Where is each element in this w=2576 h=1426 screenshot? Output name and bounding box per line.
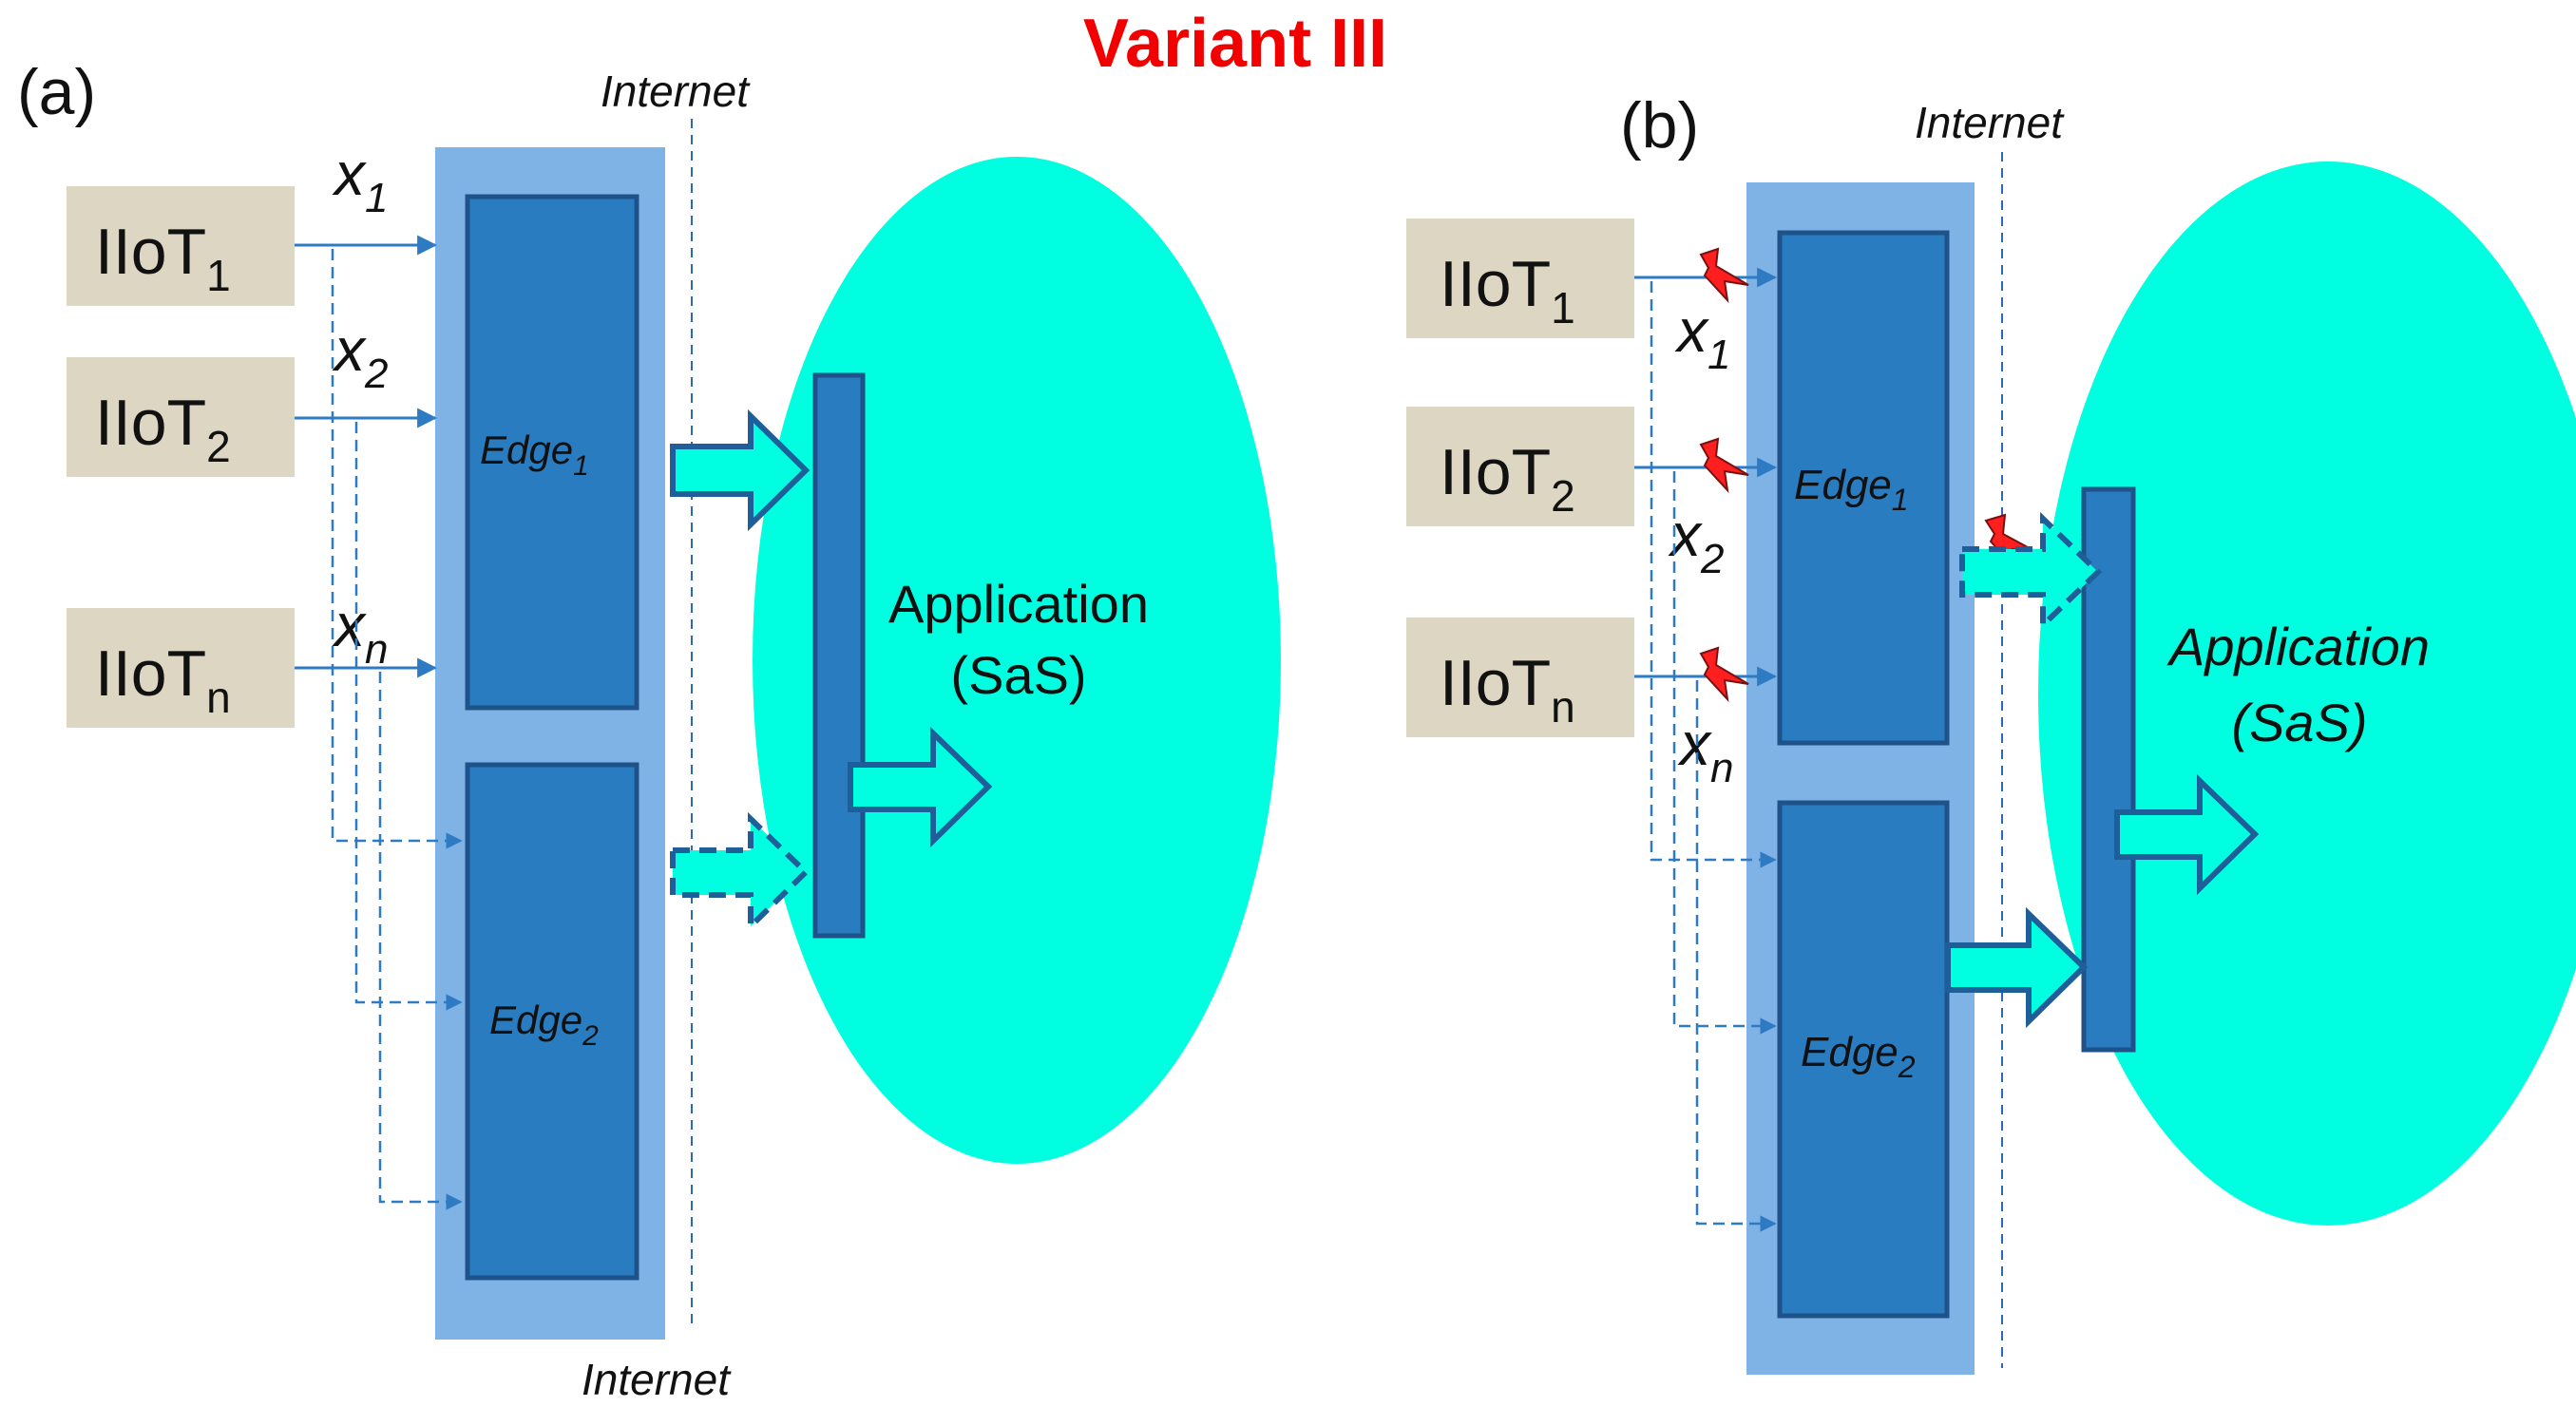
fault-lightning-icon-n <box>1699 646 1749 703</box>
internet-bottom-label: Internet <box>582 1355 732 1404</box>
iiot-1-label-b: IIoT1 <box>1440 248 1575 333</box>
application-bar-b <box>2081 486 2136 1053</box>
edge-2-label-b: Edge2 <box>1801 1029 1916 1084</box>
backup-path-1-b <box>1650 281 1777 868</box>
edge-2-box-b <box>1777 800 1950 1319</box>
backup-path-2 <box>354 422 463 1011</box>
application-cloud-b <box>2038 162 2576 1226</box>
internet-top-label: Internet <box>601 67 751 116</box>
edge-2-box <box>465 762 639 1281</box>
edge2-to-app-arrow-active <box>1945 906 2089 1029</box>
app-output-arrow <box>848 726 993 848</box>
iiot-n-label-b: IIoTn <box>1440 647 1575 732</box>
panel-a: (a) Edge1 Edge2 Internet Internet IIoT1 … <box>17 56 1281 1404</box>
iiot-1-box <box>67 186 295 306</box>
iiot-2-box-b <box>1406 407 1634 526</box>
xn-label-b: xn <box>1677 710 1733 791</box>
diagram-title: Variant III <box>1083 6 1387 82</box>
edge-2-label: Edge2 <box>489 998 599 1052</box>
application-label-line1: Application <box>888 574 1149 634</box>
x2-label-b: x2 <box>1668 501 1724 582</box>
iiot-1-box-b <box>1406 219 1634 338</box>
app-output-arrow-b <box>2114 773 2260 896</box>
panel-a-label: (a) <box>17 56 96 128</box>
application-cloud <box>753 157 1281 1164</box>
fault-lightning-icon-1 <box>1699 247 1749 304</box>
iiot-n-box-b <box>1406 618 1634 737</box>
application-label-line2: (SaS) <box>950 645 1086 705</box>
edge-1-box <box>465 194 639 711</box>
edge-1-label-b: Edge1 <box>1794 462 1909 517</box>
panel-b-label: (b) <box>1620 89 1699 162</box>
iiot-n-label: IIoTn <box>95 637 231 722</box>
application-label-line1-b: Application <box>2166 617 2430 676</box>
application-bar <box>812 372 866 939</box>
internet-top-label-b: Internet <box>1915 98 2065 147</box>
edge2-to-app-arrow-standby <box>670 811 811 934</box>
edge-1-box-b <box>1777 230 1950 746</box>
edge1-to-app-arrow-failed <box>1959 511 2103 633</box>
x1-label-b: x1 <box>1674 296 1730 378</box>
backup-path-n <box>378 672 463 1210</box>
panel-b: (b) Edge1 Edge2 Internet IIoT1 IIoT2 IIo… <box>1406 89 2576 1375</box>
iiot-1-label: IIoT1 <box>95 216 231 300</box>
application-label-line2-b: (SaS) <box>2231 693 2367 752</box>
xn-label: xn <box>332 591 388 673</box>
iiot-2-label: IIoT2 <box>95 387 231 471</box>
edge1-to-app-arrow <box>670 409 811 532</box>
backup-path-n-b <box>1695 680 1777 1232</box>
edge-1-label: Edge1 <box>480 428 589 482</box>
iiot-2-box <box>67 357 295 477</box>
iiot-2-label-b: IIoT2 <box>1440 436 1575 521</box>
iiot-n-box <box>67 608 295 728</box>
backup-path-2-b <box>1672 471 1777 1035</box>
x2-label: x2 <box>332 315 388 397</box>
fault-lightning-icon-2 <box>1699 437 1749 494</box>
x1-label: x1 <box>332 140 388 221</box>
backup-path-1 <box>331 249 463 849</box>
